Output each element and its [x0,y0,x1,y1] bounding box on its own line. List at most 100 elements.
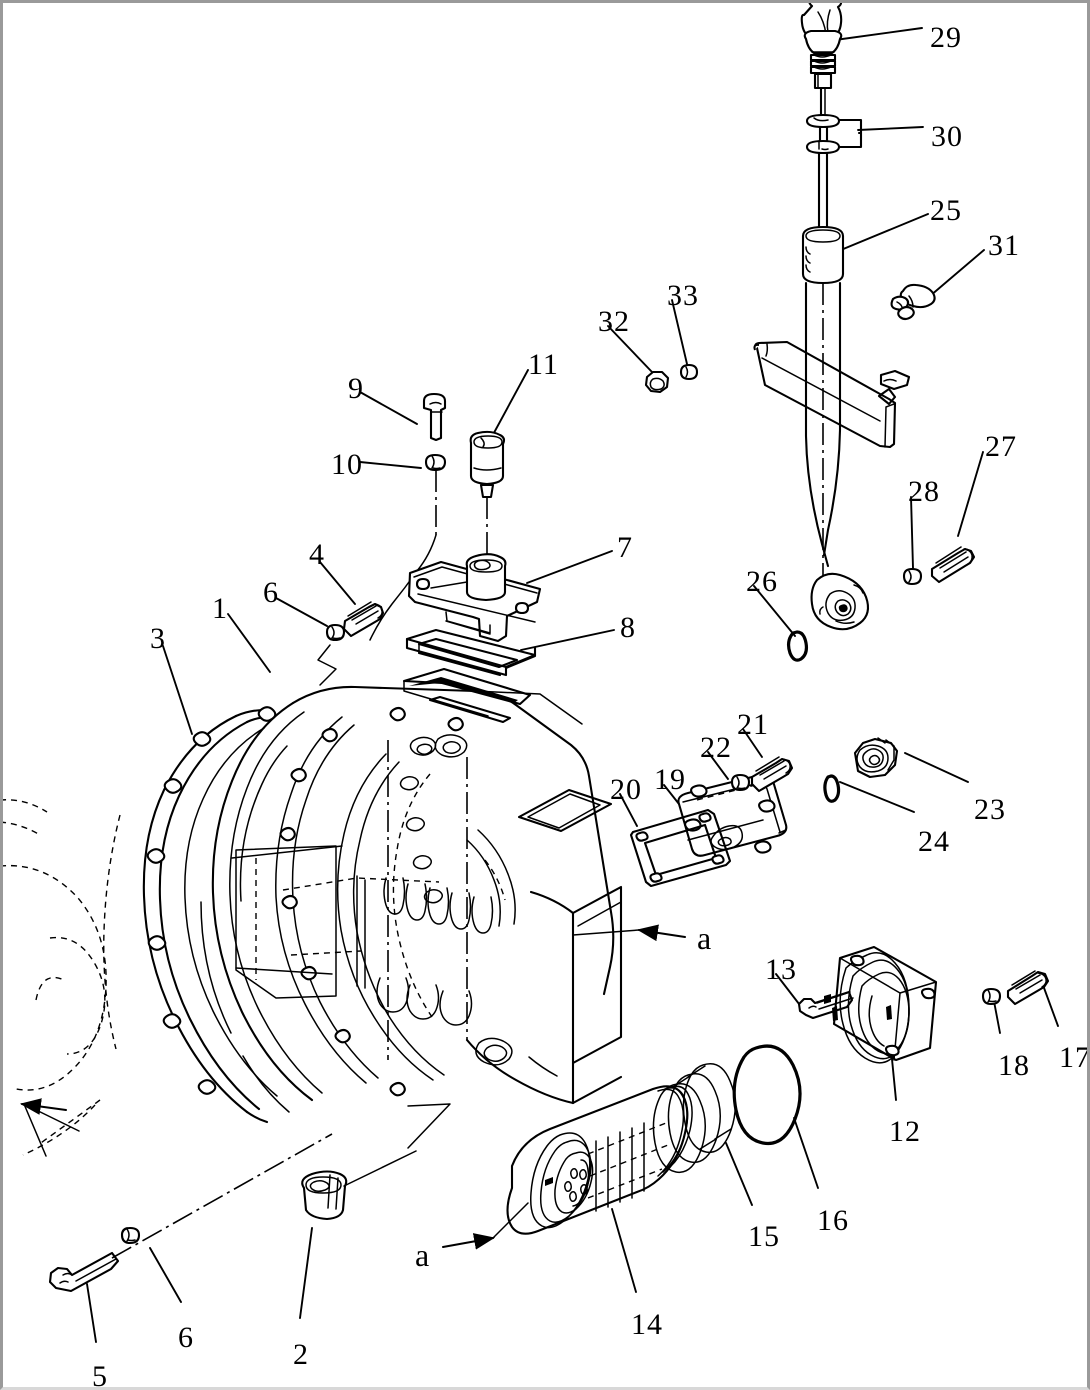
part-6-washer-upper [325,623,346,642]
part-26-o-ring [786,630,809,662]
callout-number-25: 25 [930,194,962,227]
callout-number-10: 10 [331,448,363,481]
leader-line-8 [520,629,615,651]
part-33-washer [679,363,699,381]
leader-line-2 [299,1227,313,1319]
part-20-gasket [629,808,732,888]
part-4-bolt [342,601,385,638]
leader-line-5 [86,1283,97,1343]
callout-number-26: 26 [746,565,778,598]
leader-line-26 [753,585,796,637]
part-32-nut [644,370,670,394]
leader-line-15 [725,1142,753,1206]
part-29-shift-knob [800,0,843,90]
leader-line-7 [526,550,613,584]
leader-line-23 [904,752,969,783]
part-24-seal [823,774,841,803]
callout-number-8: 8 [620,611,636,644]
part-2-bushing [301,1170,348,1221]
leader-line-30 [857,126,924,131]
callout-number-20: 20 [610,773,642,806]
part-16-o-ring [732,1044,802,1146]
callout-number-28: 28 [908,475,940,508]
leader-line-27 [957,451,984,537]
callout-number-33: 33 [667,279,699,312]
callout-number-32: 32 [598,305,630,338]
part-22-washer [730,773,751,792]
callout-number-2: 2 [293,1338,309,1371]
leader-line-29 [834,27,923,41]
part-18-washer [981,987,1002,1006]
shift-lever-arm [753,340,911,449]
callout-number-12: 12 [889,1115,921,1148]
leader-line-28 [910,496,914,569]
leader-line-24 [839,781,915,813]
part-8-gasket [405,628,537,677]
callout-number-17: 17 [1059,1041,1090,1074]
callout-number-19: 19 [654,763,686,796]
callout-number-6b: 6 [178,1321,194,1354]
callout-number-11: 11 [528,348,559,381]
leader-line-6 [275,597,328,627]
callout-number-21: 21 [737,708,769,741]
callout-number-14: 14 [631,1308,663,1341]
section-mark-2: a [415,1237,430,1273]
leader-line-6b [149,1247,182,1303]
gear-shift-lever-shaft [804,281,842,585]
leader-line-33 [671,299,688,365]
leader-line-21 [742,728,763,758]
bushing-leader-ext [343,1150,417,1187]
callout-number-6: 6 [263,576,279,609]
callout-number-9: 9 [348,372,364,405]
leader-line-4 [319,561,356,605]
leader-line-32 [607,325,653,373]
callout-number-13: 13 [765,953,797,986]
callout-number-5: 5 [92,1360,108,1390]
part-11-switch [469,430,506,499]
callout-number-29: 29 [930,21,962,54]
leader-line-3 [162,645,193,735]
part-14-filter-element [506,1085,693,1235]
bolt-5-axis [111,1133,333,1259]
callout-number-30: 30 [931,120,963,153]
callout-number-3: 3 [150,622,166,655]
callout-number-27: 27 [985,430,1017,463]
leader-line-16 [793,1117,819,1189]
leader-line-11 [488,369,529,443]
callout-number-16: 16 [817,1204,849,1237]
callout-number-1: 1 [212,592,228,625]
callout-number-15: 15 [748,1220,780,1253]
leader-line-25 [835,213,929,253]
part-27-bolt [930,546,976,584]
part-5-bolt [48,1251,120,1293]
section-mark-1: a [697,920,712,956]
leader-line-31 [929,249,985,297]
section-arrow-upper [572,924,687,942]
part-10-washer [424,453,447,472]
part-30-washers [805,113,863,155]
part-17-bolt [1006,970,1050,1006]
part-21-bolt [750,756,794,793]
part-28-washer [902,567,923,586]
section-arrow-lower [407,1103,529,1250]
part-12-cover [824,945,938,1064]
callout-number-24: 24 [918,825,950,858]
callout-number-31: 31 [988,229,1020,262]
part-7-cover-plate [407,553,542,643]
leader-line-1 [227,613,271,673]
callout-number-7: 7 [617,531,633,564]
part-1-housing-and-part-3-gasket [0,667,623,1157]
part-31-pin-clip [890,283,936,321]
callout-number-23: 23 [974,793,1006,826]
callout-number-18: 18 [998,1049,1030,1082]
part-9-bolt [422,392,447,442]
leader-line-10 [359,461,422,469]
leader-line-14 [611,1208,637,1293]
leader-line-9 [359,391,418,425]
callout-number-22: 22 [700,731,732,764]
part-6-washer-lower [120,1226,141,1245]
leader-line-22 [707,751,729,780]
part-15-spring [652,1063,736,1174]
